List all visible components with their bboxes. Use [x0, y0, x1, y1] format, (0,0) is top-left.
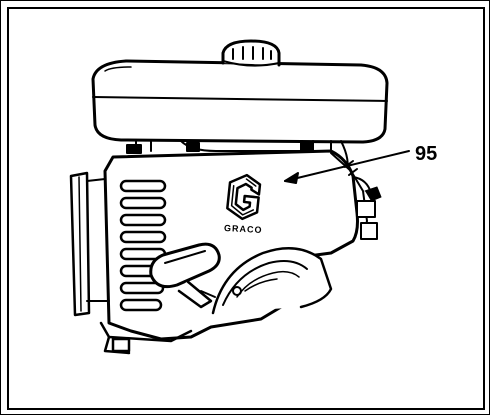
starter-handle — [149, 242, 221, 309]
callout-number: 95 — [415, 143, 438, 165]
engine-base — [99, 321, 193, 355]
figure-border — [7, 7, 485, 410]
fuel-cap — [221, 39, 281, 67]
carburetor-area — [330, 152, 382, 240]
fuel-tank — [91, 59, 389, 144]
blower-housing — [103, 149, 359, 341]
callout-leader — [284, 150, 410, 184]
tank-mounts — [126, 139, 349, 174]
side-cover — [69, 171, 110, 317]
starter-housing — [211, 246, 333, 315]
graco-logo — [226, 173, 262, 221]
brand-logo-text: GRACO — [223, 222, 263, 236]
